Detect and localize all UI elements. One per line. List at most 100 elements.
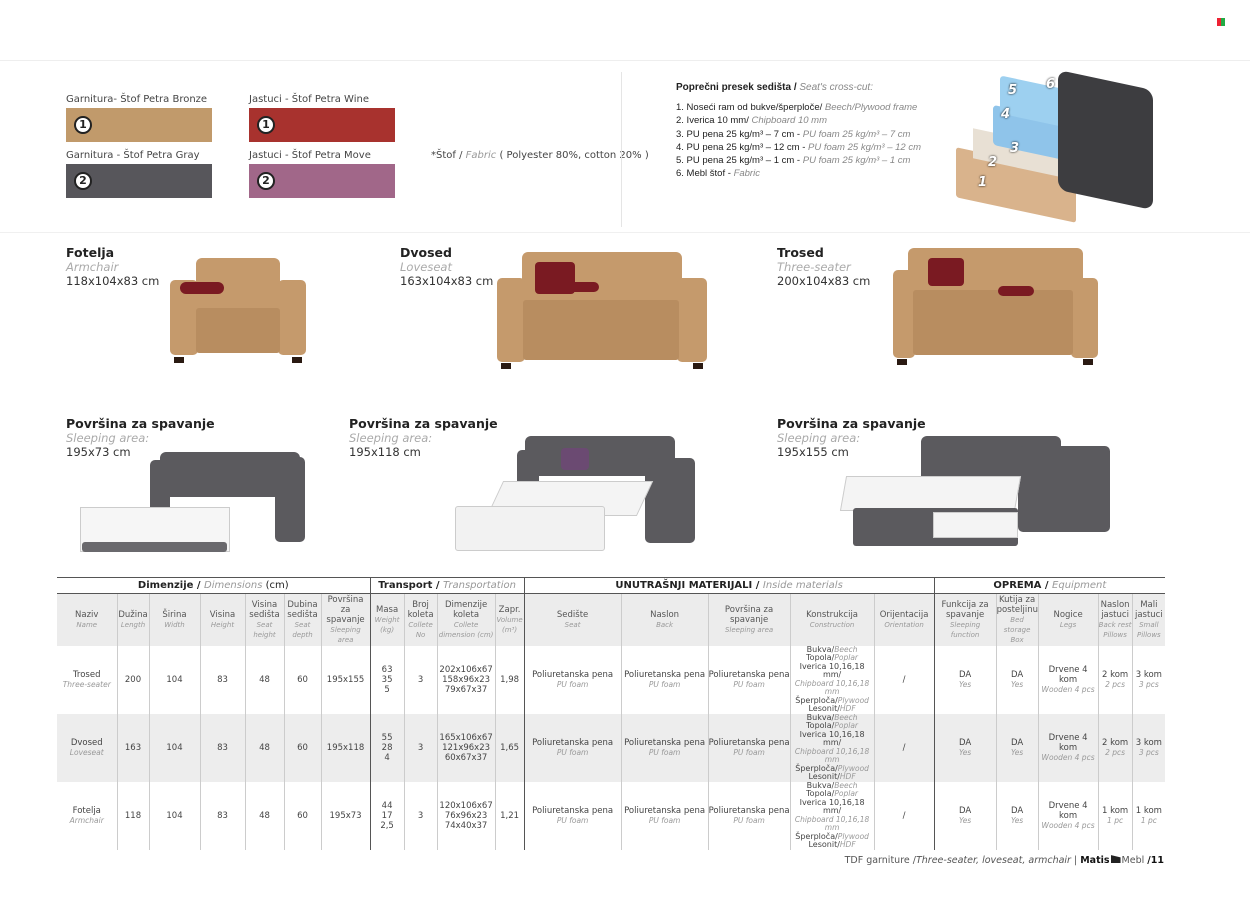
product-title: Fotelja bbox=[66, 245, 115, 260]
column-header: Zapr.Volume (m³) bbox=[494, 593, 525, 646]
table-cell: 195x155 bbox=[320, 645, 371, 714]
section-divider bbox=[621, 72, 622, 227]
table-cell: / bbox=[873, 713, 935, 782]
sleeping-title: Površina za spavanje bbox=[349, 416, 498, 431]
sleeping-title: Površina za spavanje bbox=[777, 416, 926, 431]
table-cell: 1,98 bbox=[494, 645, 525, 714]
product-title: Trosed bbox=[777, 245, 824, 260]
sleeping-dimensions: 195x155 cm bbox=[777, 445, 849, 459]
swatch-label: Jastuci - Štof Petra Move bbox=[249, 150, 371, 161]
sleeping-dimensions: 195x73 cm bbox=[66, 445, 131, 459]
table-cell: 104 bbox=[148, 645, 200, 714]
product-armchair: Fotelja Armchair 118x104x83 cm bbox=[66, 245, 159, 288]
group-header-row: Dimenzije / Dimensions (cm)Transport / T… bbox=[57, 577, 1166, 594]
brand-logo: Matis bbox=[1080, 855, 1110, 866]
swatch-color: 2 bbox=[66, 164, 212, 198]
three-seater-bed-image bbox=[839, 436, 1110, 548]
cross-section-image: 1 2 3 4 5 6 bbox=[948, 69, 1158, 225]
brand-logo-icon bbox=[1110, 855, 1121, 863]
table-cell: 3 bbox=[403, 645, 438, 714]
fabric-note: *Štof / Fabric ( Polyester 80%, cotton 2… bbox=[431, 150, 649, 161]
cross-section-item: 2. Iverica 10 mm/ Chipboard 10 mm bbox=[676, 115, 828, 127]
product-title: Dvosed bbox=[400, 245, 452, 260]
sleeping-dimensions: 195x118 cm bbox=[349, 445, 421, 459]
swatch-move: Jastuci - Štof Petra Move 2 bbox=[249, 150, 395, 198]
product-subtitle: Loveseat bbox=[400, 260, 452, 274]
swatch-color: 2 bbox=[249, 164, 395, 198]
cross-section-item: 1. Noseći ram od bukve/šperploče/ Beech/… bbox=[676, 102, 918, 113]
swatch-color: 1 bbox=[66, 108, 212, 142]
swatch-label: Garnitura- Štof Petra Bronze bbox=[66, 94, 208, 105]
product-loveseat: Dvosed Loveseat 163x104x83 cm bbox=[400, 245, 493, 288]
armchair-image bbox=[170, 258, 306, 363]
cross-section-item: 3. PU pena 25 kg/m³ – 7 cm - PU foam 25 … bbox=[676, 128, 911, 140]
table-cell: 83 bbox=[199, 781, 245, 850]
top-divider bbox=[0, 60, 1250, 61]
table-cell: 3 bbox=[403, 713, 438, 782]
layer-label: 3 bbox=[1010, 141, 1020, 156]
product-dimensions: 118x104x83 cm bbox=[66, 274, 160, 288]
sleeping-subtitle: Sleeping area: bbox=[349, 431, 433, 445]
table-cell: 195x73 bbox=[320, 781, 371, 850]
table-cell: 104 bbox=[148, 713, 200, 782]
group-header: Transport / Transportation bbox=[369, 577, 525, 594]
product-three-seater: Trosed Three-seater 200x104x83 cm bbox=[777, 245, 870, 288]
sleeping-armchair: Površina za spavanje Sleeping area: 195x… bbox=[66, 416, 215, 459]
table-cell: 163 bbox=[116, 713, 149, 782]
color-marker bbox=[1217, 18, 1225, 26]
cross-section-info: Poprečni presek sedišta / Seat's cross-c… bbox=[676, 82, 921, 181]
group-header: Dimenzije / Dimensions (cm) bbox=[57, 577, 371, 594]
layer-label: 1 bbox=[978, 175, 988, 190]
product-dimensions: 163x104x83 cm bbox=[400, 274, 494, 288]
swatch-wine: Jastuci - Štof Petra Wine 1 bbox=[249, 94, 395, 142]
cross-section-item: 6. Mebl štof - Fabric bbox=[676, 168, 760, 180]
table-cell: 195x118 bbox=[320, 713, 371, 782]
swatch-label: Jastuci - Štof Petra Wine bbox=[249, 94, 369, 105]
layer-label: 2 bbox=[988, 155, 998, 170]
swatch-number: 2 bbox=[257, 172, 275, 190]
table-cell: 48 bbox=[244, 645, 284, 714]
product-dimensions: 200x104x83 cm bbox=[777, 274, 871, 288]
page-number: /11 bbox=[1147, 855, 1164, 866]
table-cell: / bbox=[873, 781, 935, 850]
cross-section-title: Poprečni presek sedišta / Seat's cross-c… bbox=[676, 82, 873, 93]
table-cell: 48 bbox=[244, 781, 284, 850]
table-cell: 1,65 bbox=[494, 713, 525, 782]
page-footer: TDF garniture /Three-seater, loveseat, a… bbox=[844, 855, 1164, 866]
sleeping-subtitle: Sleeping area: bbox=[66, 431, 150, 445]
group-header: OPREMA / Equipment bbox=[933, 577, 1166, 594]
table-cell: 60 bbox=[283, 781, 321, 850]
